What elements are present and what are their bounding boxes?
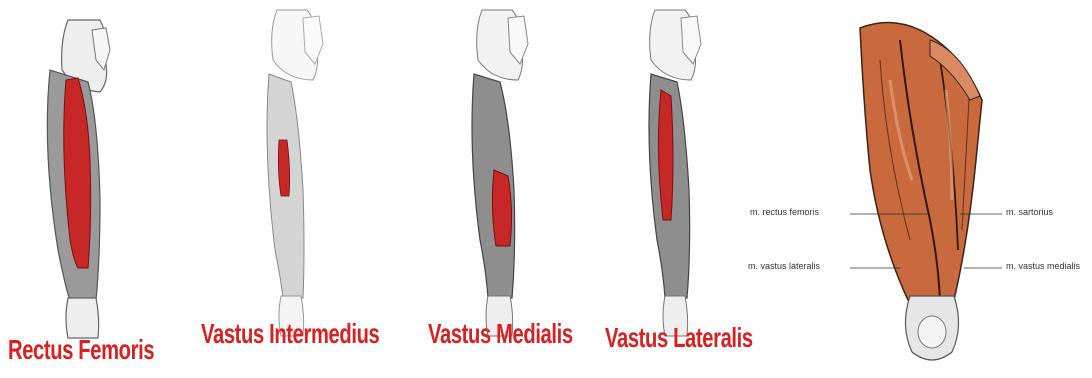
- panel-anatomy-thigh: m. rectus femoris m. vastus lateralis m.…: [740, 0, 1092, 378]
- label-sartorius: m. sartorius: [1006, 207, 1053, 217]
- caption-rectus-femoris: Rectus Femoris: [8, 334, 154, 366]
- caption-vastus-lateralis: Vastus Lateralis: [605, 322, 753, 354]
- panel-rectus-femoris: Rectus Femoris: [0, 0, 190, 378]
- caption-vastus-medialis: Vastus Medialis: [428, 318, 573, 350]
- panel-vastus-medialis: Vastus Medialis: [410, 0, 590, 378]
- panel-vastus-intermedius: Vastus Intermedius: [195, 0, 405, 378]
- caption-vastus-intermedius: Vastus Intermedius: [201, 318, 379, 350]
- label-vastus-medialis: m. vastus medialis: [1006, 261, 1080, 271]
- label-rectus-femoris: m. rectus femoris: [750, 207, 819, 217]
- label-vastus-lateralis: m. vastus lateralis: [748, 261, 820, 271]
- leg-illustration-rectus-femoris: [0, 0, 190, 378]
- anatomy-thigh-illustration: [740, 0, 1092, 378]
